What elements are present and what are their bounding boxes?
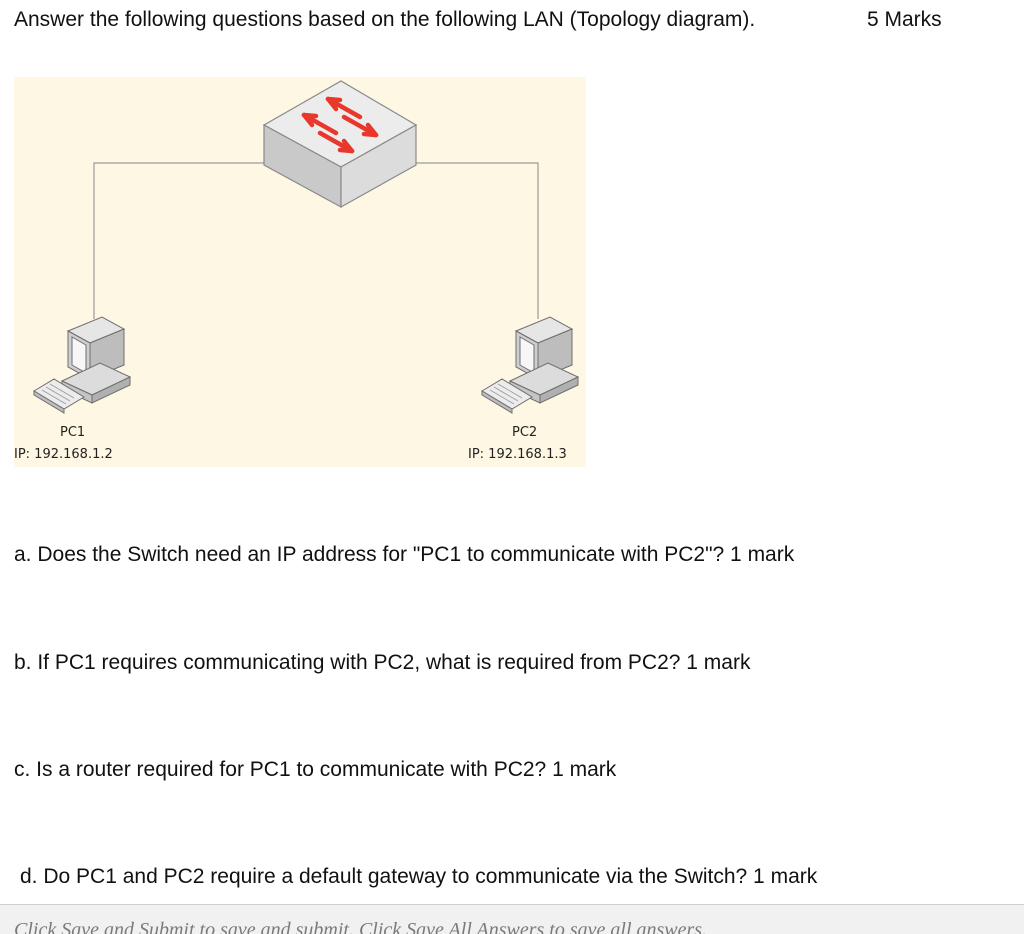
total-marks: 5 Marks <box>867 8 942 31</box>
pc2-computer-icon <box>481 316 580 414</box>
question-b: b. If PC1 requires communicating with PC… <box>14 651 751 674</box>
submit-instructions-bar: Click Save and Submit to save and submit… <box>0 904 1024 934</box>
pc1-computer-icon <box>33 316 132 414</box>
network-switch-icon <box>262 80 418 209</box>
cable-pc1-switch <box>93 162 264 319</box>
pc1-ip-label: IP: 192.168.1.2 <box>14 447 113 462</box>
network-cables <box>93 162 539 319</box>
question-d: d. Do PC1 and PC2 require a default gate… <box>20 865 818 888</box>
submit-instructions-text: Click Save and Submit to save and submit… <box>14 919 708 934</box>
lan-topology-diagram: PC1 IP: 192.168.1.2 PC2 IP: 192.168.1.3 <box>14 77 586 467</box>
cable-switch-pc2 <box>414 162 539 319</box>
topology-drawing <box>33 80 580 414</box>
instruction-text: Answer the following questions based on … <box>14 8 756 31</box>
question-a: a. Does the Switch need an IP address fo… <box>14 543 795 566</box>
question-c: c. Is a router required for PC1 to commu… <box>14 758 617 781</box>
question-header: Answer the following questions based on … <box>14 6 1014 36</box>
pc1-name-label: PC1 <box>60 425 86 440</box>
pc2-ip-label: IP: 192.168.1.3 <box>468 447 567 462</box>
pc2-name-label: PC2 <box>512 425 538 440</box>
